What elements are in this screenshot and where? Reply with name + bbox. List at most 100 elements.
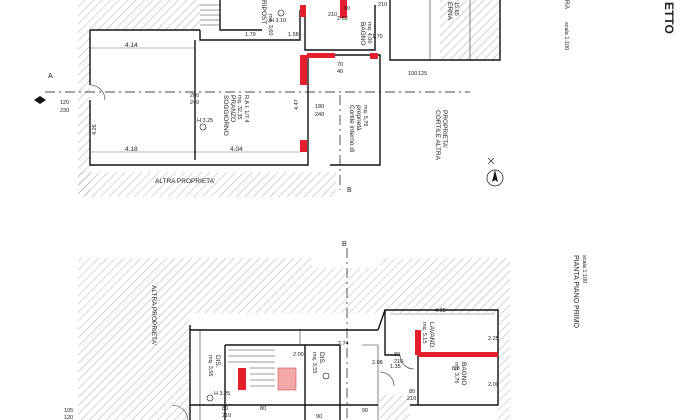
dim-240-a: 240 [190, 100, 199, 106]
lower-dis-walls [190, 344, 378, 420]
dim-405: 4.05 [435, 308, 446, 314]
dis2-label: DIS. mq. 3,55 [311, 352, 325, 373]
courtyard-label: Cortile interno di proprietà mq. 5,76 [348, 105, 368, 152]
height-310: H 3.10 [270, 18, 286, 24]
upper-title-fragment: RA [563, 0, 570, 10]
dim-40: 40 [337, 69, 343, 75]
lower-door-1 [171, 404, 189, 420]
courtyard-name2: proprietà [355, 105, 362, 131]
dim-80-b: 80 [409, 389, 415, 395]
upper-stairs [200, 4, 220, 26]
lower-height-1: H 3.25 [214, 391, 230, 397]
living-room-label: SOGGIORNO PRANZO mq. 32,35 R.A.I. 1/7.4 [222, 95, 249, 136]
hatch-lower-left [78, 313, 190, 420]
upper-bath-label: BAGNO mq. 4,00 [359, 22, 372, 45]
dim-90-b: 90 [362, 408, 368, 414]
red-wall-5 [300, 140, 307, 152]
dim-200: 2.00 [488, 382, 499, 388]
page-title-wrap: ETTO [662, 2, 676, 34]
north-arrow-upper [486, 169, 504, 187]
upper-courtyard-wall [325, 54, 381, 166]
dis1-label: DIS. mq. 3,56 [207, 355, 221, 376]
lower-laundry-wall [384, 310, 498, 356]
dim-210-a: 210 [394, 359, 403, 365]
lower-bath-label: BAGNO mq. 3,76 [453, 362, 467, 385]
lower-inner-lines [199, 330, 379, 420]
dim-426-wrap: 4.26 [92, 124, 98, 135]
height-marker-lower-1 [206, 394, 214, 402]
dim-426: 4.26 [92, 124, 98, 135]
upper-right-inner [429, 0, 471, 60]
dim-210-c: 210 [222, 413, 231, 419]
dim-208: 2.08 [372, 360, 383, 366]
dim-125: 125 [418, 71, 427, 77]
lower-plan: B 4.05 2.25 2.00 80 210 80 210 1.35 8.8 … [64, 241, 587, 420]
dim-70: 70 [337, 62, 343, 68]
hatch-lower-right [498, 313, 510, 420]
upper-storage-box [219, 0, 262, 31]
dim-225: 2.25 [488, 336, 499, 342]
dim-80-d: 80 [260, 406, 266, 412]
dim-404: 4.04 [230, 146, 243, 153]
hatch-top-mid [90, 0, 200, 30]
upper-outer-wall [89, 10, 325, 166]
red-wall-6 [300, 5, 306, 17]
other-courtyard-name: CORTILE ALTRA [434, 110, 441, 161]
dis1-name: DIS. [214, 355, 221, 368]
lower-scale: scala 1:100 [581, 255, 587, 283]
dis2-name: DIS. [318, 352, 325, 365]
red-wall-2 [307, 53, 335, 58]
dim-230: 230 [60, 108, 69, 114]
dim-274: 2.74 [338, 341, 349, 347]
dim-210-b: 210 [407, 396, 416, 402]
lower-pink-area [277, 367, 297, 391]
dis2-area: mq. 3,55 [311, 352, 317, 373]
red-wall-3 [340, 0, 347, 18]
upper-door-left [89, 84, 106, 101]
section-b-lower-label: B [342, 241, 347, 248]
dim-200: 200 [190, 93, 199, 99]
dim-80: 80 [344, 6, 350, 12]
dim-179: 1.79 [245, 32, 256, 38]
red-wall-4 [370, 53, 378, 59]
upper-bath-box [304, 5, 376, 51]
height-325: H 3.25 [197, 118, 213, 124]
living-area: mq. 32,35 [236, 95, 242, 119]
dis1-area: mq. 3,56 [207, 355, 213, 376]
dim-80-c: 80 [222, 406, 228, 412]
dim-158: 1.58 [288, 32, 299, 38]
lower-door-3 [379, 371, 395, 387]
red-wall-lower-2 [415, 330, 421, 355]
dim-120: 120 [60, 100, 69, 106]
red-wall-lower-1 [418, 352, 498, 357]
height-marker-lower-2 [322, 372, 330, 380]
dim-170: 1.70 [372, 34, 383, 40]
laundry-label: LAVAND. mq. 5,15 [421, 322, 435, 349]
upper-bath-area: mq. 4,00 [366, 22, 372, 43]
other-property-lower-wrap: ALTRA PROPRIETA' [150, 285, 157, 345]
lower-right-block [377, 309, 499, 406]
lower-title: PIANTA PIANO PRIMO [572, 255, 579, 329]
kitchen-name: ERNA [446, 2, 453, 21]
courtyard-name: Cortile interno di [348, 105, 355, 152]
dim-447-wrap: 4.47 [294, 99, 300, 110]
other-courtyard-name2: PROPRIETA' [441, 110, 448, 148]
dim-100: 100 [408, 71, 417, 77]
other-property-lower: ALTRA PROPRIETA' [150, 285, 157, 345]
hatch-left-upper [78, 0, 90, 195]
laundry-area: mq. 5,15 [421, 322, 427, 343]
storage-area: mq. 3,60 [267, 14, 273, 35]
upper-scale: scala 1:100 [563, 22, 569, 50]
dim-200-lower: 2.00 [293, 352, 304, 358]
kitchen-area: 15,65 [453, 2, 459, 16]
laundry-name: LAVAND. [428, 322, 435, 349]
dim-263: 2.63 [337, 16, 348, 22]
hatch-bottom-upper [78, 172, 336, 197]
section-a-label: A [48, 73, 53, 80]
lower-title-wrap: PIANTA PIANO PRIMO scala 1:100 [572, 255, 587, 329]
storage-label: RIPOST mq. 3,60 [260, 0, 273, 35]
dim-80-a: 80 [394, 352, 400, 358]
living-name2: PRANZO [229, 95, 236, 122]
north-arrow-mark [487, 157, 495, 165]
